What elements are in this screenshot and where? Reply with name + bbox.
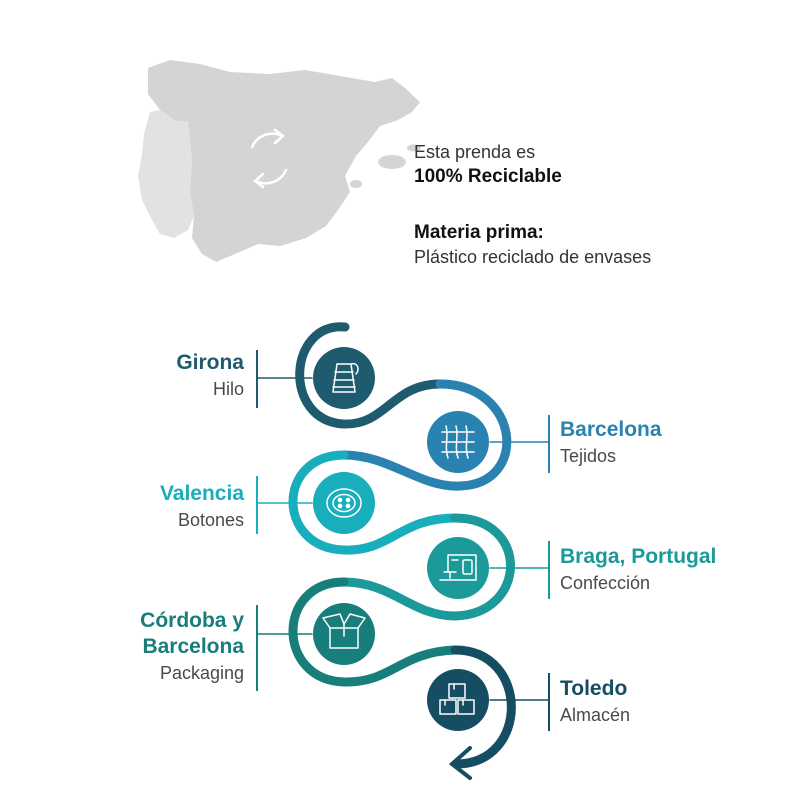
info-intro-text: Esta prenda es bbox=[414, 142, 536, 162]
stage-barcelona: Barcelona Tejidos bbox=[560, 417, 662, 469]
bar-valencia bbox=[256, 476, 258, 534]
bar-braga bbox=[548, 541, 550, 599]
fabric-weave-icon bbox=[441, 425, 475, 459]
stage-task: Botones bbox=[177, 510, 244, 530]
connectors bbox=[256, 377, 549, 701]
button-icon bbox=[326, 488, 362, 518]
stage-task: Tejidos bbox=[560, 446, 617, 466]
stage-task: Hilo bbox=[212, 379, 244, 399]
stage-cordoba: Córdoba y Barcelona Packaging bbox=[140, 608, 244, 686]
stage-girona: Girona Hilo bbox=[176, 350, 244, 402]
flow-segment-5 bbox=[288, 577, 460, 687]
raw-material-text: Plástico reciclado de envases bbox=[414, 247, 652, 267]
flow-arrowhead bbox=[448, 746, 472, 780]
iberia-map bbox=[138, 60, 421, 262]
stage-valencia: Valencia Botones bbox=[160, 481, 244, 533]
bar-girona bbox=[256, 350, 258, 408]
stage-city: Braga, Portugal bbox=[560, 545, 717, 568]
spain-shape bbox=[148, 60, 420, 262]
bar-toledo bbox=[548, 673, 550, 731]
bar-cordoba bbox=[256, 605, 258, 691]
recycle-arrows-icon bbox=[250, 128, 288, 189]
stage-task: Confección bbox=[560, 573, 651, 593]
flow-segment-6 bbox=[450, 645, 516, 769]
stage-task: Almacén bbox=[560, 705, 631, 725]
mallorca-shape bbox=[378, 155, 406, 169]
bar-barcelona bbox=[548, 415, 550, 473]
stacked-boxes-icon bbox=[439, 683, 475, 715]
stage-city: Toledo bbox=[560, 677, 628, 700]
stage-city: Barcelona bbox=[560, 418, 662, 441]
recyclable-headline: 100% Reciclable bbox=[414, 166, 562, 187]
sewing-machine-icon bbox=[439, 554, 477, 581]
stage-task: Packaging bbox=[159, 663, 244, 683]
flow-segment-3 bbox=[288, 450, 460, 555]
open-box-icon bbox=[322, 613, 366, 649]
flow-segment-4 bbox=[339, 513, 515, 621]
ibiza-shape bbox=[350, 180, 362, 188]
stage-city: Girona bbox=[176, 351, 244, 374]
stage-circle-girona bbox=[313, 347, 375, 409]
stage-toledo: Toledo Almacén bbox=[560, 676, 630, 728]
portugal-shape bbox=[138, 110, 194, 238]
stage-city-line2: Barcelona bbox=[142, 635, 244, 658]
stage-circle-braga bbox=[427, 537, 489, 599]
menorca-shape bbox=[407, 144, 421, 152]
stage-city: Córdoba y bbox=[140, 609, 244, 632]
stage-circle-valencia bbox=[313, 472, 375, 534]
flow-segment-1 bbox=[295, 322, 445, 429]
flow-segment-2 bbox=[339, 379, 512, 491]
stage-city: Valencia bbox=[159, 482, 244, 505]
stage-braga: Braga, Portugal Confección bbox=[560, 544, 716, 596]
yarn-cone-icon bbox=[332, 362, 359, 393]
raw-material-heading: Materia prima: bbox=[414, 222, 544, 243]
